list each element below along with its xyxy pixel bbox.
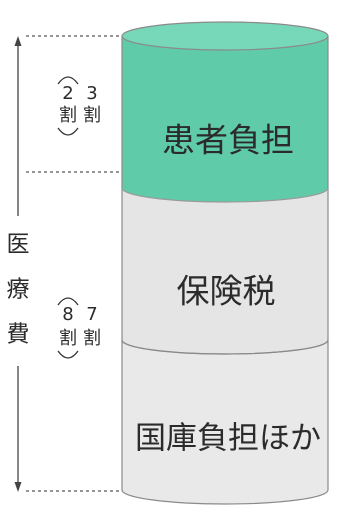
cylinder-top-ellipse [121,21,329,51]
axis-label-char-3: 費 [7,322,30,348]
axis-arrow-up-icon [14,36,22,46]
axis-label-char-2: 療 [7,277,30,303]
segment-label-national: 国庫負担ほか [135,421,321,457]
patient-share-b-number: 3 [86,83,97,104]
axis-arrow-down-icon [14,482,22,492]
patient-share-annotation: 2 割 3 割 [57,76,101,136]
segment-body-national [121,339,329,505]
segment-outline-patient [121,36,329,188]
separator-patient-insurance [121,187,329,203]
bracket-bottom [57,127,79,136]
cylinder [121,21,329,505]
segment-body-patient [122,36,328,202]
insurance-share-annotation: 8 割 7 割 [57,297,101,359]
axis-label-char-1: 医 [7,232,30,258]
bracket-bottom [57,350,79,359]
bracket-top [57,76,79,85]
segment-label-insurance: 保険税 [177,272,276,311]
insurance-share-a-unit: 割 [59,328,77,349]
insurance-share-b-number: 7 [86,304,97,325]
bracket-top [57,297,79,306]
patient-share-a-number: 2 [62,83,73,104]
segment-label-patient: 患者負担 [162,121,294,160]
insurance-share-a-number: 8 [62,304,73,325]
separator-insurance-national [121,339,329,355]
insurance-share-b-unit: 割 [83,328,101,349]
patient-share-b-unit: 割 [83,105,101,126]
patient-share-a-unit: 割 [59,105,77,126]
